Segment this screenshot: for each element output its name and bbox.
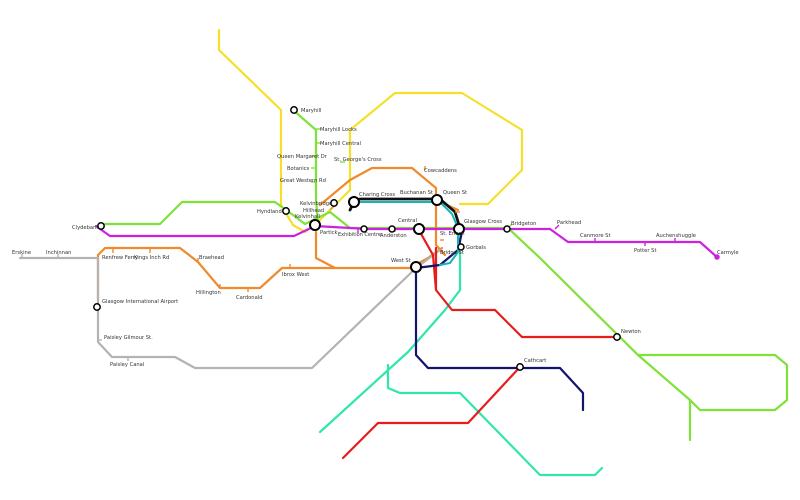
label-canmore-st: Canmore St — [580, 233, 611, 239]
label-glasgow-airport: Glasgow International Airport — [102, 299, 178, 305]
station-labels: Maryhill Maryhill Locks Maryhill Central… — [12, 108, 739, 368]
label-inchinnan: Inchinnan — [46, 250, 71, 256]
label-exhibition-centre: Exhibition Centre — [338, 232, 381, 238]
label-clydebank: Clydebank — [72, 225, 99, 231]
grey-line[interactable] — [18, 248, 442, 370]
label-partick: Partick — [320, 230, 338, 236]
label-maryhill: Maryhill — [301, 108, 321, 114]
station-ticks — [21, 128, 676, 361]
label-hillhead: Hillhead — [303, 208, 324, 214]
station-bridgeton[interactable] — [503, 225, 511, 233]
station-markers — [93, 106, 720, 371]
yellow-line[interactable] — [217, 28, 524, 234]
cyan-line[interactable] — [318, 230, 604, 477]
label-ibrox-west: Ibrox West — [282, 272, 309, 278]
label-central: Central — [398, 218, 417, 224]
label-great-western-rd: Great Western Rd — [280, 178, 326, 184]
station-queen-st[interactable] — [431, 194, 443, 206]
station-glasgow-airport[interactable] — [93, 303, 101, 311]
red-line[interactable] — [341, 230, 618, 460]
label-queen-st: Queen St — [443, 190, 467, 196]
station-kelvinbridge[interactable] — [330, 199, 338, 207]
station-hyndland[interactable] — [282, 207, 290, 215]
green-line[interactable] — [101, 108, 789, 442]
label-hillington: Hillington — [196, 290, 221, 296]
teal-line[interactable] — [353, 201, 459, 266]
label-paisley-gilmour-st: Paisley Gilmour St. — [104, 335, 153, 341]
station-glasgow-cross[interactable] — [453, 223, 465, 235]
label-kings-inch-rd: Kings Inch Rd — [134, 255, 169, 261]
station-clydebank[interactable] — [97, 222, 105, 230]
label-charing-cross: Charing Cross — [359, 192, 395, 198]
label-buchanan-st: Buchanan St — [400, 190, 433, 196]
station-partick[interactable] — [309, 219, 321, 231]
label-cardonald: Cardonald — [236, 295, 263, 301]
label-kelvinbridge: Kelvinbridge — [300, 201, 332, 207]
label-newton: Newton — [621, 329, 641, 335]
label-erskine: Erskine — [12, 250, 31, 256]
label-queen-margaret-dr: Queen Margaret Dr — [277, 154, 328, 160]
label-cathcart: Cathcart — [524, 358, 546, 364]
label-bridge-st: Bridge St — [440, 250, 464, 256]
label-gorbals: Gorbals — [466, 245, 486, 251]
magenta-line[interactable] — [94, 224, 720, 260]
label-hyndland: Hyndland — [257, 209, 282, 215]
station-central[interactable] — [413, 223, 425, 235]
station-cathcart[interactable] — [516, 363, 524, 371]
label-potter-st: Potter St — [634, 248, 657, 254]
label-kelvinhall: Kelvinhall — [295, 214, 320, 220]
station-maryhill[interactable] — [290, 106, 298, 114]
station-anderston[interactable] — [388, 225, 396, 233]
label-anderston: Anderston — [380, 233, 407, 239]
navy-line[interactable] — [414, 230, 585, 412]
label-braehead: Braehead — [199, 255, 224, 261]
station-gorbals[interactable] — [457, 243, 465, 251]
label-bridgeton: Bridgeton — [511, 221, 536, 227]
station-west-st[interactable] — [410, 261, 422, 273]
label-cowcaddens: Cowcaddens — [424, 168, 457, 174]
label-renfrew-ferry: Renfrew Ferry — [102, 255, 138, 261]
label-maryhill-locks: Maryhill Locks — [320, 127, 357, 133]
label-auchenshuggle: Auchenshuggle — [656, 233, 696, 239]
station-newton[interactable] — [613, 333, 621, 341]
label-glasgow-cross: Glasgow Cross — [464, 219, 502, 225]
label-parkhead: Parkhead — [557, 220, 581, 226]
label-carmyle: Carmyle — [717, 250, 739, 256]
station-exhibition-centre[interactable] — [360, 225, 368, 233]
label-west-st: West St — [391, 258, 411, 264]
label-st-georges-cross: St. George's Cross — [334, 157, 382, 163]
station-carmyle[interactable] — [714, 254, 720, 260]
label-st-enoch: St. Enoch — [440, 231, 465, 237]
station-charing-cross[interactable] — [348, 196, 360, 208]
label-paisley-canal: Paisley Canal — [110, 362, 144, 368]
label-botanics: Botanics — [287, 166, 310, 172]
label-maryhill-central: Maryhill Central — [320, 141, 361, 147]
